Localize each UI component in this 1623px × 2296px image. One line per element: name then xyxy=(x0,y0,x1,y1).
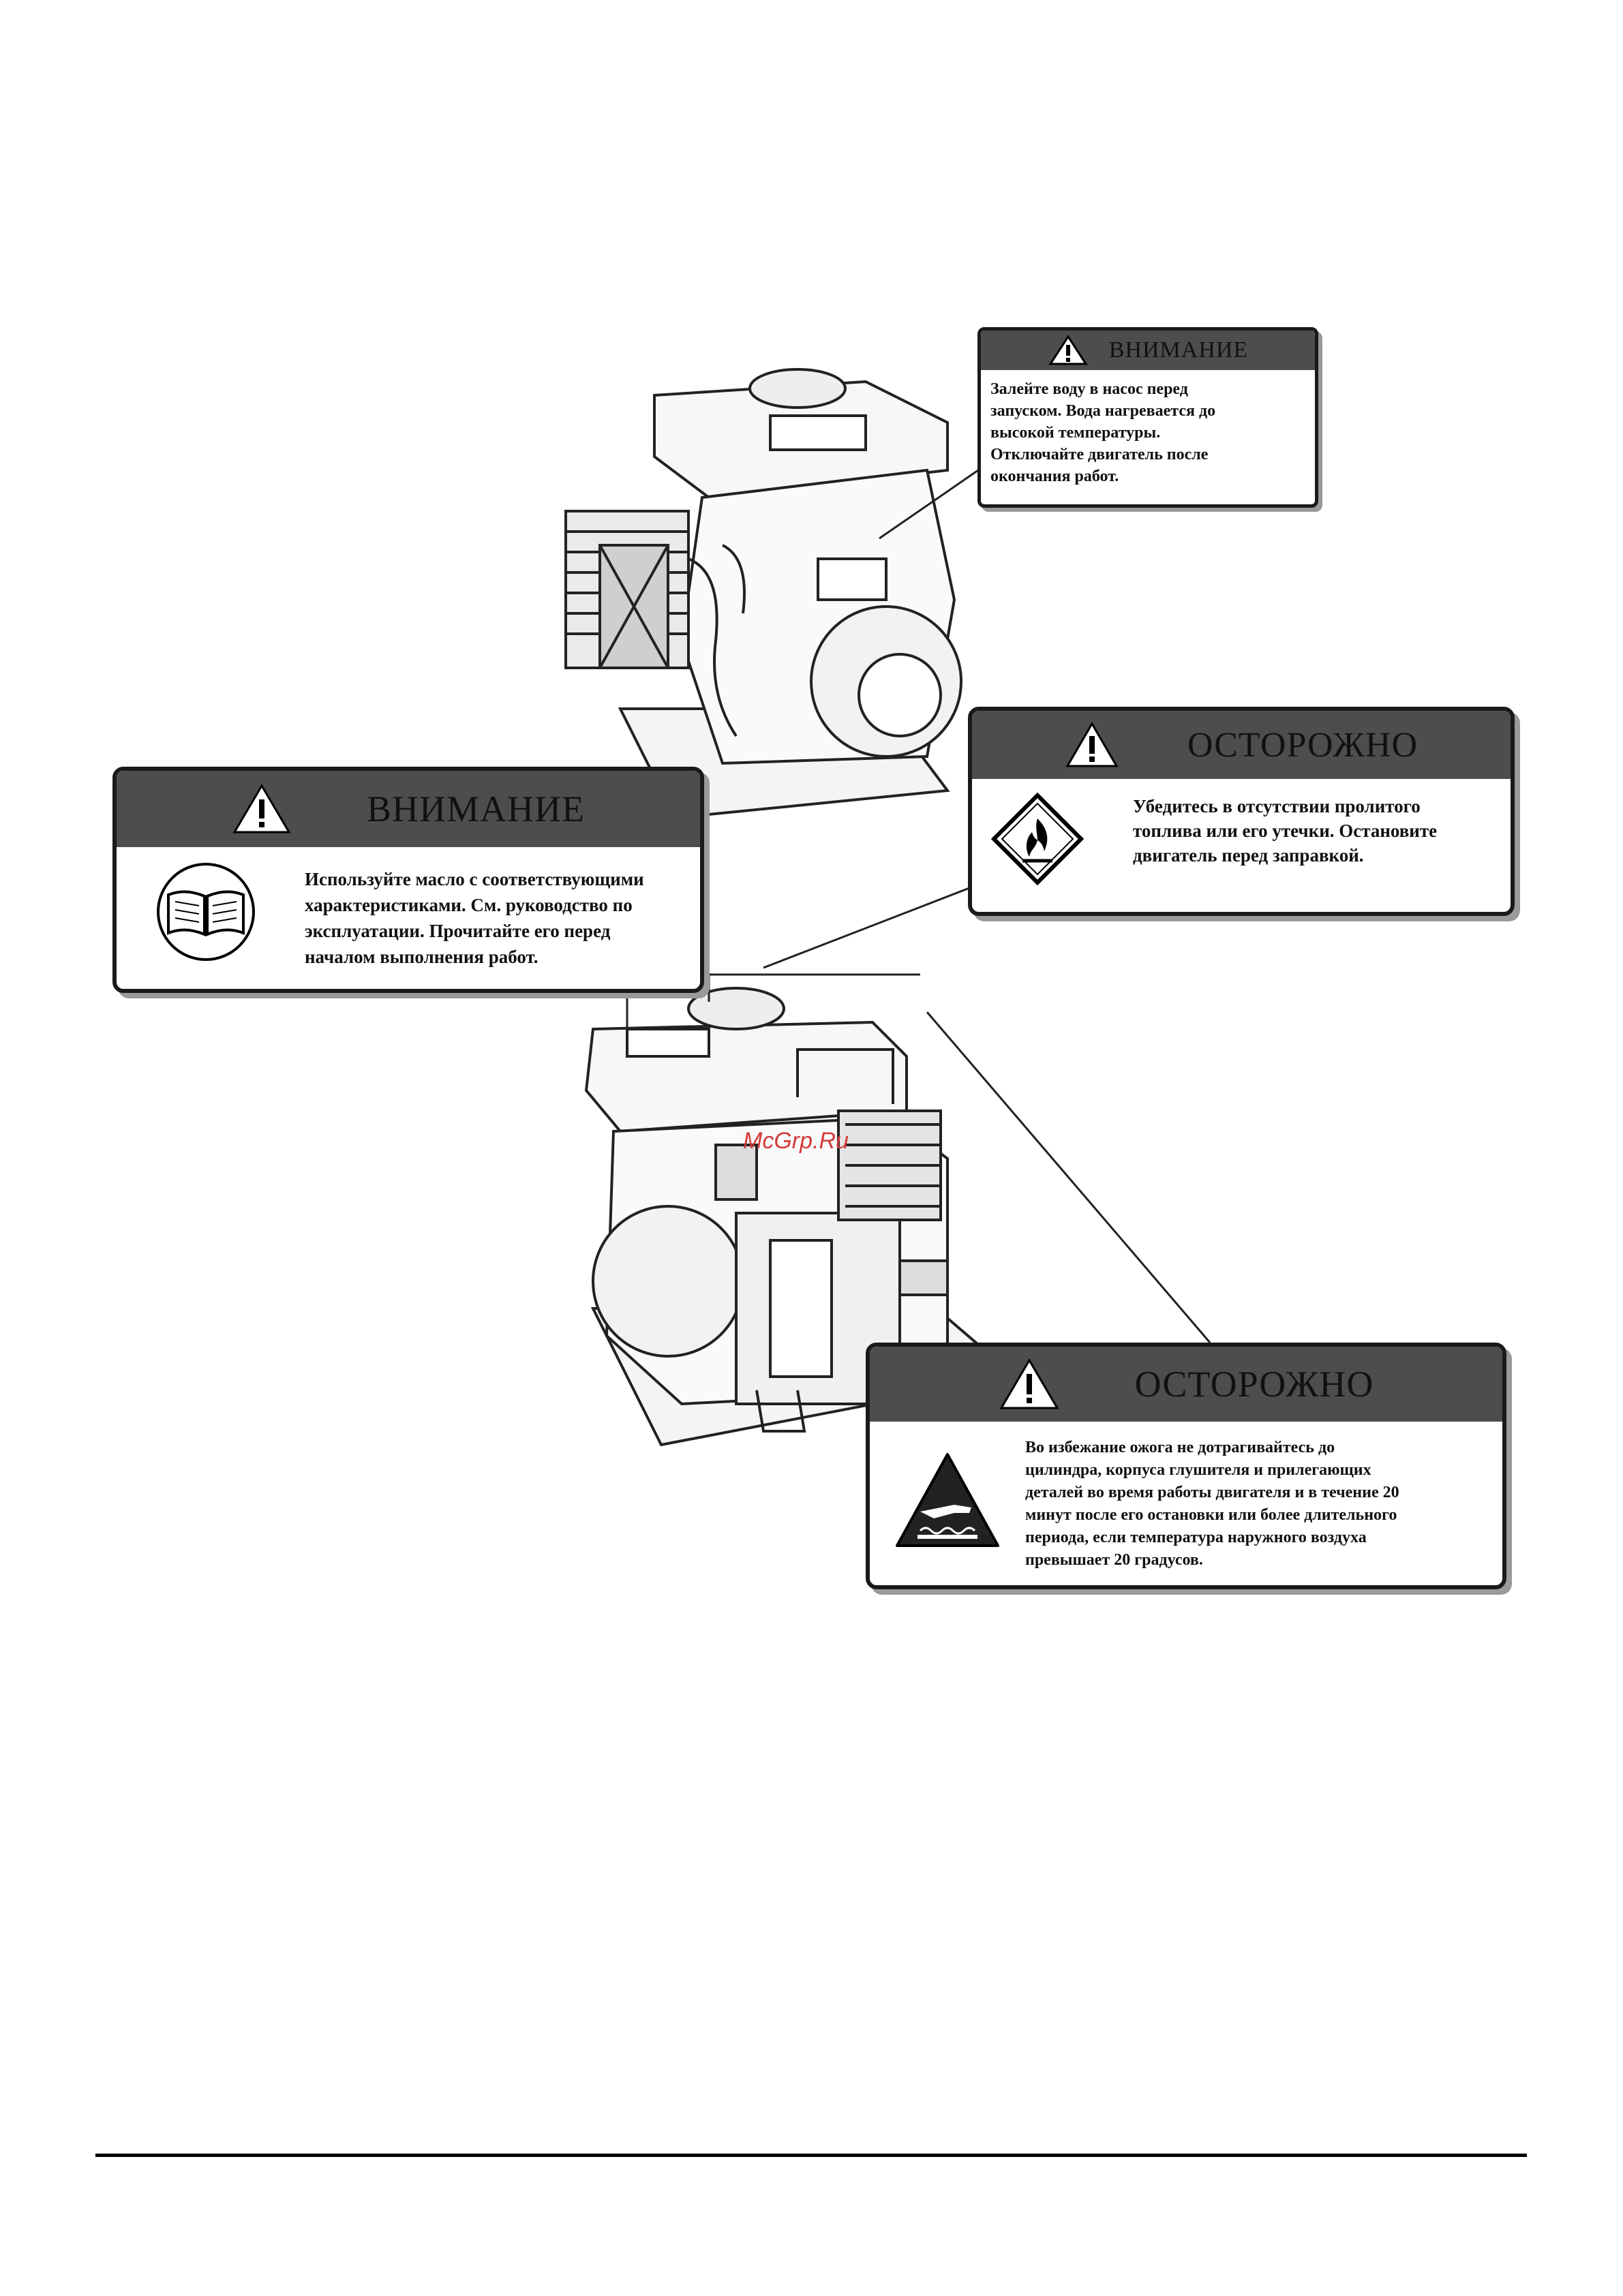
manual-book-icon xyxy=(157,863,255,961)
text-line: окончания работ. xyxy=(990,468,1119,485)
warning-triangle-icon xyxy=(232,784,291,833)
attention-label-top-header: ВНИМАНИЕ xyxy=(981,331,1315,370)
flammable-icon xyxy=(990,792,1084,886)
attention-label-top: ВНИМАНИЕ Залейте воду в насос перед запу… xyxy=(977,327,1318,508)
warning-triangle-icon xyxy=(999,1358,1059,1409)
text-line: цилиндра, корпуса глушителя и прилегающи… xyxy=(1025,1461,1371,1479)
burn-caution-title: ОСТОРОЖНО xyxy=(1134,1364,1374,1405)
fuel-caution-label: ОСТОРОЖНО Убедитесь в отсутствии пролито… xyxy=(968,707,1515,916)
attention-label-left-header: ВНИМАНИЕ xyxy=(117,771,700,847)
text-line: высокой температуры. xyxy=(990,424,1161,442)
warning-triangle-icon xyxy=(1065,722,1119,767)
text-line: Залейте воду в насос перед xyxy=(990,380,1188,398)
footer-rule xyxy=(95,2154,1527,2157)
text-line: запуском. Вода нагревается до xyxy=(990,402,1216,420)
fuel-caution-title: ОСТОРОЖНО xyxy=(1187,725,1418,765)
pump-bottom-illustration xyxy=(584,987,1019,1447)
fuel-caution-text: Убедитесь в отсутствии пролитого топлива… xyxy=(1133,791,1437,868)
burn-caution-label: ОСТОРОЖНО Во избежание ожога не дотрагив… xyxy=(866,1343,1506,1589)
text-line: Убедитесь в отсутствии пролитого xyxy=(1133,796,1421,816)
attention-label-left: ВНИМАНИЕ Используйте масло с соответству… xyxy=(112,767,704,993)
warning-triangle-icon xyxy=(1048,335,1088,365)
burn-caution-text: Во избежание ожога не дотрагивайтесь до … xyxy=(1025,1437,1399,1572)
fuel-caution-header: ОСТОРОЖНО xyxy=(972,711,1511,779)
text-line: минут после его остановки или более длит… xyxy=(1025,1506,1397,1524)
attention-label-left-title: ВНИМАНИЕ xyxy=(366,789,585,829)
hot-surface-icon xyxy=(896,1453,999,1547)
burn-caution-header: ОСТОРОЖНО xyxy=(870,1347,1502,1422)
text-line: превышает 20 градусов. xyxy=(1025,1551,1203,1569)
text-line: эксплуатации. Прочитайте его перед xyxy=(305,921,611,941)
text-line: Используйте масло с соответствующими xyxy=(305,869,644,889)
text-line: характеристиками. См. руководство по xyxy=(305,895,633,915)
attention-label-top-title: ВНИМАНИЕ xyxy=(1108,337,1249,363)
text-line: деталей во время работы двигателя и в те… xyxy=(1025,1484,1399,1501)
engine-top-illustration xyxy=(564,368,962,820)
attention-label-top-text: Залейте воду в насос перед запуском. Вод… xyxy=(981,370,1315,487)
text-line: топлива или его утечки. Остановите xyxy=(1133,821,1438,841)
text-line: Во избежание ожога не дотрагивайтесь до xyxy=(1025,1439,1335,1456)
attention-label-left-text: Используйте масло с соответствующими хар… xyxy=(305,861,644,970)
text-line: периода, если температура наружного возд… xyxy=(1025,1529,1367,1546)
text-line: началом выполнения работ. xyxy=(305,947,539,967)
watermark-text: McGrp.Ru xyxy=(743,1128,849,1154)
text-line: двигатель перед заправкой. xyxy=(1133,845,1364,866)
text-line: Отключайте двигатель после xyxy=(990,446,1209,463)
